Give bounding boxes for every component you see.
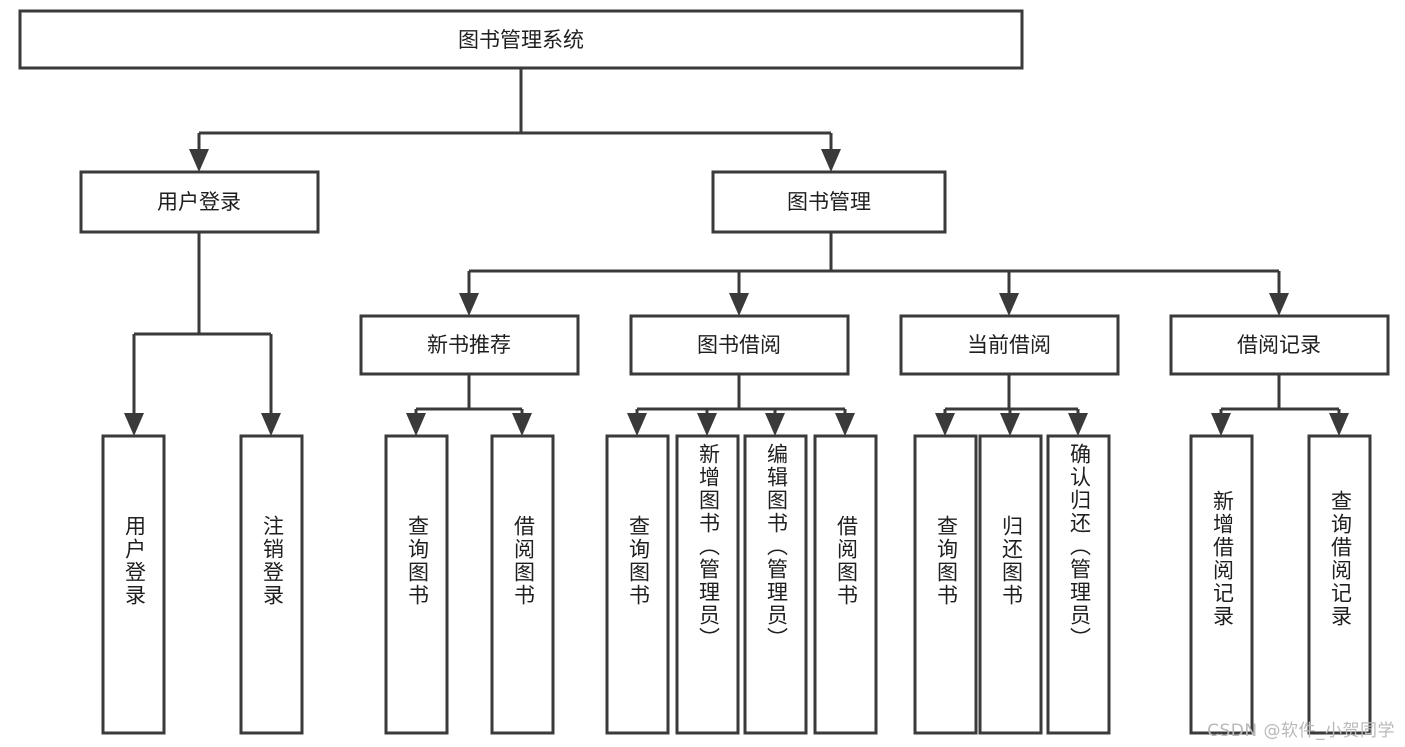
arrow-head-icon: [261, 413, 281, 436]
arrow-head-icon: [697, 413, 717, 436]
arrow-head-icon: [835, 413, 855, 436]
arrow-heads: [124, 149, 1349, 436]
arrow-head-icon: [406, 413, 426, 436]
node-box-new-book-rec[interactable]: [359, 314, 580, 376]
node-boxes: [18, 9, 1390, 735]
node-label-borrow-record: 借阅记录: [1237, 333, 1321, 357]
node-label-book-manage: 图书管理: [787, 190, 871, 214]
node-label-root: 图书管理系统: [458, 28, 584, 52]
node-label-current-borrow: 当前借阅: [967, 333, 1051, 357]
node-box-root[interactable]: [18, 9, 1024, 70]
node-box-leaf-edit-book[interactable]: [743, 434, 808, 735]
node-label-book-borrow: 图书借阅: [697, 333, 781, 357]
arrow-head-icon: [1068, 413, 1088, 436]
node-box-leaf-borrow-book-2[interactable]: [813, 434, 878, 735]
node-labels-horizontal: 图书管理系统 用户登录 图书管理 新书推荐 图书借阅 当前借阅 借阅记录: [157, 28, 1321, 357]
node-box-leaf-confirm-return[interactable]: [1046, 434, 1111, 735]
arrow-head-icon: [1211, 413, 1231, 436]
node-box-leaf-user-login[interactable]: [101, 434, 166, 735]
arrow-head-icon: [999, 293, 1019, 316]
arrow-head-icon: [729, 293, 749, 316]
node-box-book-manage[interactable]: [711, 170, 947, 234]
node-box-leaf-borrow-book-1[interactable]: [490, 434, 555, 735]
arrow-head-icon: [189, 149, 209, 172]
node-label-user-login: 用户登录: [157, 190, 241, 214]
arrow-head-icon: [1269, 293, 1289, 316]
node-box-leaf-query-record[interactable]: [1307, 434, 1372, 735]
csdn-watermark: CSDN @软件_小贺同学: [1207, 721, 1395, 741]
node-box-leaf-query-book-3[interactable]: [913, 434, 978, 735]
node-box-user-login[interactable]: [79, 170, 320, 234]
arrow-head-icon: [124, 413, 144, 436]
node-box-leaf-add-record[interactable]: [1189, 434, 1254, 735]
node-box-leaf-query-book-1[interactable]: [384, 434, 449, 735]
arrow-head-icon: [1329, 413, 1349, 436]
arrow-head-icon: [627, 413, 647, 436]
arrow-head-icon: [935, 413, 955, 436]
arrow-head-icon: [1000, 413, 1020, 436]
arrow-head-icon: [512, 413, 532, 436]
node-box-leaf-query-book-2[interactable]: [605, 434, 670, 735]
node-box-leaf-user-logout[interactable]: [239, 434, 304, 735]
node-box-current-borrow[interactable]: [899, 314, 1120, 376]
node-box-book-borrow[interactable]: [629, 314, 850, 376]
node-label-new-book-rec: 新书推荐: [427, 333, 511, 357]
node-box-leaf-add-book[interactable]: [675, 434, 740, 735]
arrow-head-icon: [765, 413, 785, 436]
arrow-head-icon: [459, 293, 479, 316]
arrow-head-icon: [821, 149, 841, 172]
node-box-borrow-record[interactable]: [1169, 314, 1390, 376]
node-box-leaf-return-book[interactable]: [978, 434, 1043, 735]
